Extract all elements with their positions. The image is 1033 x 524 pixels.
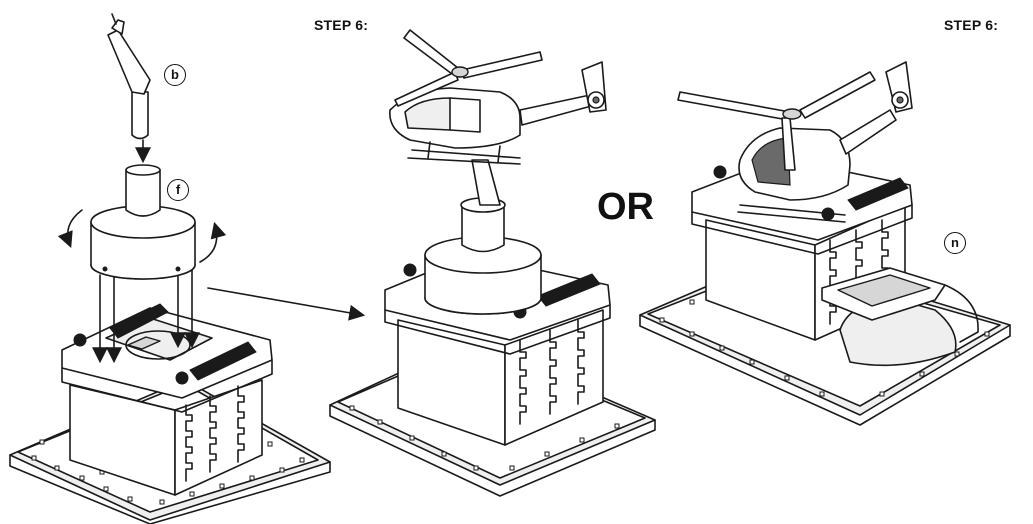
middle-assembly [329, 29, 656, 497]
rotate-arrow-icon [57, 209, 227, 263]
left-assembly [9, 13, 331, 524]
right-assembly [639, 61, 1011, 426]
part-label-n: n [944, 232, 966, 254]
box-body-middle [397, 309, 604, 446]
handles-left [73, 303, 257, 385]
puzzle-joints-middle [519, 319, 585, 425]
part-label-b: b [164, 64, 186, 86]
turntable-middle [424, 197, 542, 315]
box-body-left [69, 379, 263, 496]
helicopter-right [677, 61, 913, 223]
puzzle-joints-left [185, 385, 245, 482]
turntable-part-f [90, 164, 196, 280]
or-label: OR [597, 186, 654, 228]
part-label-f: f [167, 179, 189, 201]
right-arrow-icon [207, 287, 366, 321]
stand-arm-middle [471, 159, 501, 206]
plate-holes-right [659, 299, 990, 397]
down-arrow-icon [92, 267, 200, 364]
step-label-left: STEP 6: [314, 17, 369, 33]
stand-arm-part-b [107, 13, 151, 140]
plate-holes-left [31, 439, 305, 505]
helicopter-middle [389, 29, 607, 165]
step-label-right: STEP 6: [944, 17, 999, 33]
mount-part-n [821, 267, 979, 367]
